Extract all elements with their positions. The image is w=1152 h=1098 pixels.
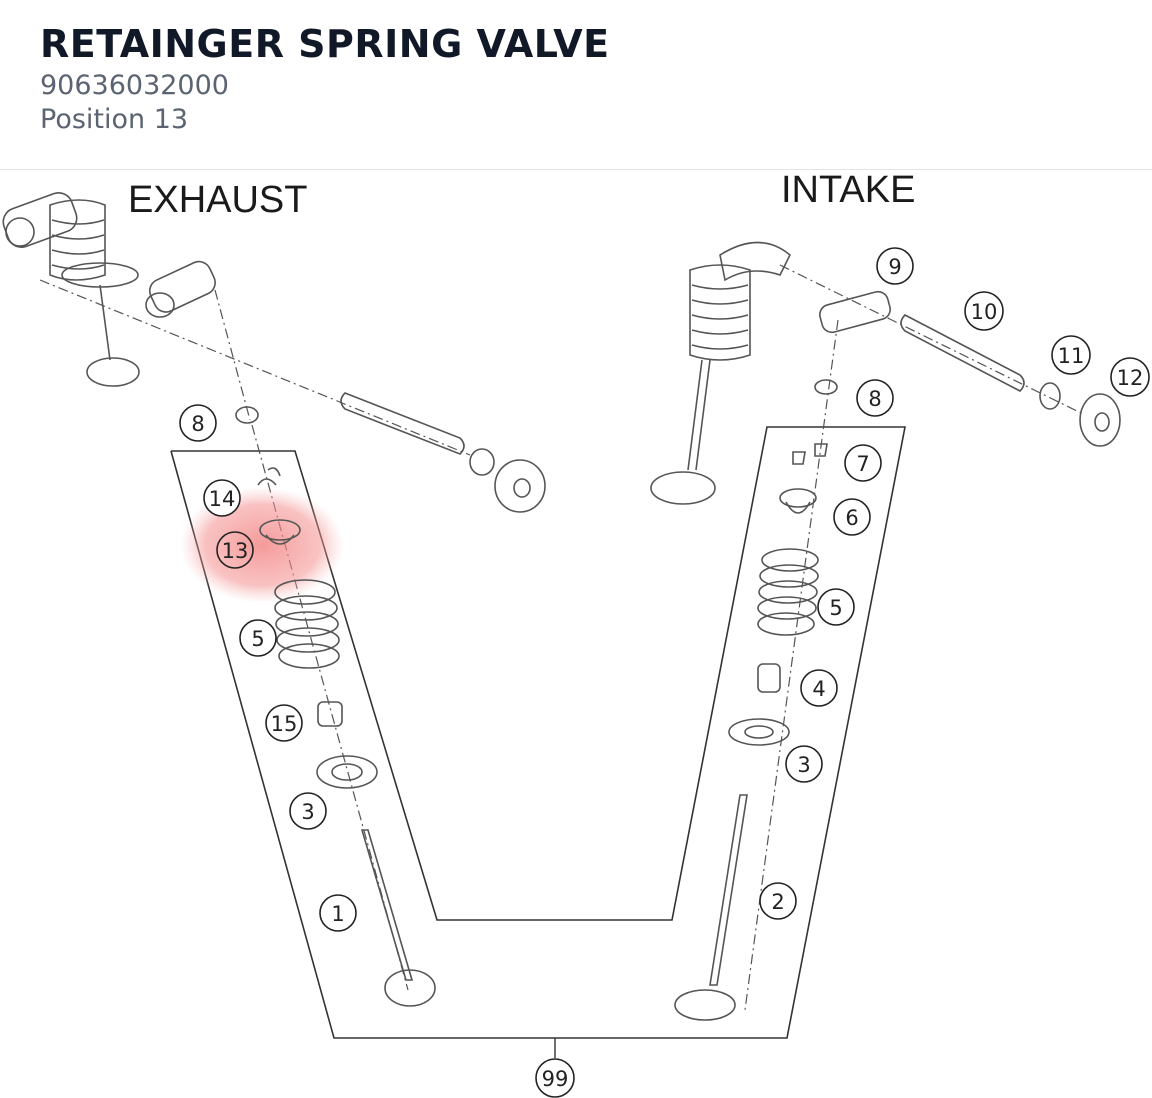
svg-text:3: 3 [797, 753, 810, 777]
intake-valve-spring [757, 548, 819, 636]
exhaust-label: EXHAUST [128, 179, 307, 221]
svg-text:12: 12 [1117, 366, 1144, 390]
exhaust-valve-seal [317, 701, 343, 727]
callout-in-3[interactable]: 3 [785, 745, 823, 783]
exhaust-rocker-arm-front [145, 260, 216, 318]
callout-in-11[interactable]: 11 [1051, 335, 1091, 375]
svg-text:6: 6 [845, 506, 858, 530]
intake-valve-seal [757, 663, 781, 693]
exhaust-spring-seat [316, 755, 378, 789]
part-position: Position 13 [40, 104, 189, 135]
exhaust-rocker-arm-rear [2, 192, 140, 387]
exploded-diagram: EXHAUST INTAKE [0, 171, 1152, 1098]
exhaust-valve [360, 829, 436, 1007]
callout-in-9[interactable]: 9 [876, 247, 914, 285]
svg-text:7: 7 [856, 452, 869, 476]
callout-in-12[interactable]: 12 [1110, 357, 1150, 397]
svg-text:5: 5 [251, 627, 264, 651]
svg-text:14: 14 [209, 487, 236, 511]
intake-label: INTAKE [781, 171, 915, 211]
svg-text:5: 5 [829, 596, 842, 620]
svg-text:99: 99 [542, 1067, 569, 1091]
exhaust-rocker-shaft [39, 279, 546, 513]
callout-ex-1[interactable]: 1 [319, 894, 357, 932]
exhaust-valve-spring [274, 579, 340, 669]
callout-in-7[interactable]: 7 [844, 444, 882, 482]
callout-ex-15[interactable]: 15 [265, 704, 303, 742]
callout-in-10[interactable]: 10 [964, 291, 1004, 331]
svg-text:11: 11 [1058, 344, 1085, 368]
svg-text:8: 8 [191, 412, 204, 436]
intake-spring-retainer [779, 488, 817, 514]
svg-text:15: 15 [271, 712, 298, 736]
callout-in-8[interactable]: 8 [856, 379, 894, 417]
callout-kit-99[interactable]: 99 [535, 1058, 575, 1098]
callout-in-4[interactable]: 4 [800, 669, 838, 707]
svg-text:1: 1 [331, 902, 344, 926]
intake-rocker-arm [819, 290, 891, 334]
callout-ex-5[interactable]: 5 [239, 619, 277, 657]
svg-text:2: 2 [771, 890, 784, 914]
part-number: 90636032000 [40, 70, 229, 101]
svg-text:10: 10 [971, 300, 998, 324]
intake-rocker-and-valve [650, 241, 791, 505]
callout-in-6[interactable]: 6 [833, 498, 871, 536]
intake-valve [674, 794, 748, 1021]
callout-ex-3[interactable]: 3 [289, 792, 327, 830]
intake-rocker-shaft [900, 314, 1121, 447]
svg-text:9: 9 [888, 255, 901, 279]
callout-in-2[interactable]: 2 [759, 882, 797, 920]
callout-ex-8[interactable]: 8 [179, 404, 217, 442]
svg-text:4: 4 [812, 677, 825, 701]
svg-text:13: 13 [222, 539, 249, 563]
part-header: RETAINGER SPRING VALVE 90636032000 Posit… [0, 0, 1152, 170]
kit-outline [170, 426, 906, 1039]
callout-ex-14[interactable]: 14 [203, 479, 241, 517]
svg-text:8: 8 [868, 387, 881, 411]
callout-ex-13[interactable]: 13 [216, 531, 254, 569]
svg-text:3: 3 [301, 800, 314, 824]
callout-in-5[interactable]: 5 [817, 588, 855, 626]
part-title: RETAINGER SPRING VALVE [40, 22, 610, 66]
exhaust-spring-retainer [259, 519, 301, 545]
intake-spring-seat [728, 718, 790, 746]
